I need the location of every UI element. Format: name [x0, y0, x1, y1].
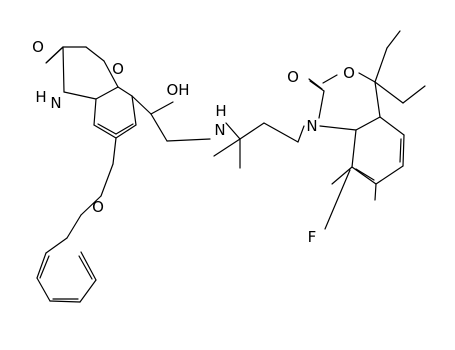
- bond-11: [115, 124, 137, 139]
- bond-45: [355, 116, 381, 131]
- bond-42: [308, 78, 323, 90]
- atom-h-amine: H: [215, 102, 226, 120]
- atom-o-ether: O: [92, 198, 104, 216]
- bond-6: [103, 60, 119, 88]
- bond-13: [117, 86, 133, 97]
- atom-n-amine: N: [214, 121, 225, 139]
- bond-10: [93, 124, 117, 139]
- atom-h-amide: H: [35, 88, 46, 106]
- bond-40: [322, 74, 338, 84]
- bond-55: [374, 47, 388, 83]
- bond-17: [100, 163, 114, 197]
- bond-7: [95, 86, 119, 100]
- bond-28: [78, 255, 93, 280]
- bond-14: [97, 123, 117, 135]
- bond-56: [386, 30, 401, 49]
- bond-44: [374, 81, 381, 118]
- bond-16: [112, 137, 117, 165]
- bond-60: [331, 166, 353, 185]
- bond-33: [225, 122, 241, 140]
- bond-38: [297, 125, 305, 143]
- bond-51: [351, 129, 357, 168]
- bond-18: [80, 195, 102, 216]
- bond-12: [131, 95, 137, 126]
- bond-57: [374, 81, 404, 104]
- bond-20: [45, 237, 68, 254]
- bond-layer: [36, 30, 426, 303]
- bond-21: [36, 252, 47, 279]
- atom-o-carbonyl-left: O: [32, 38, 44, 56]
- bond-24: [79, 279, 97, 303]
- bond-4: [85, 46, 105, 62]
- bond-49: [375, 165, 404, 185]
- bond-53: [355, 168, 375, 181]
- bond-31: [150, 113, 168, 142]
- atom-o-carbonyl-right: O: [287, 68, 299, 86]
- bond-36: [213, 138, 241, 157]
- bond-46: [319, 125, 357, 131]
- bond-48: [402, 134, 405, 167]
- bond-30: [150, 101, 174, 115]
- bond-54: [374, 183, 377, 201]
- bond-52: [399, 138, 402, 163]
- bond-23: [49, 300, 81, 303]
- bond-43: [358, 72, 376, 83]
- bond-26: [39, 255, 50, 279]
- bond-39: [318, 90, 325, 119]
- bond-22: [36, 277, 51, 302]
- bond-58: [402, 85, 426, 104]
- bond-34: [239, 122, 265, 140]
- atom-n-amide: N: [50, 94, 61, 112]
- bond-59: [324, 169, 351, 230]
- bond-37: [263, 122, 299, 143]
- atom-f: F: [308, 228, 317, 246]
- bond-50: [351, 166, 377, 185]
- bond-9: [93, 98, 97, 126]
- bond-32: [166, 138, 211, 142]
- bond-8: [63, 91, 97, 100]
- bond-25: [80, 251, 97, 281]
- atom-n-ring-right: N: [306, 117, 317, 135]
- atom-o-ring-left: O: [112, 60, 124, 78]
- atom-o-ring-right: O: [343, 64, 355, 82]
- bond-47: [379, 116, 405, 136]
- bond-5: [62, 46, 65, 93]
- atom-label-layer: O O H N OH H N O O N O F: [32, 38, 355, 246]
- atom-oh: OH: [166, 81, 189, 99]
- bond-29: [131, 95, 152, 115]
- bond-15: [115, 123, 134, 135]
- bond-2: [45, 47, 63, 64]
- bond-19: [66, 214, 82, 239]
